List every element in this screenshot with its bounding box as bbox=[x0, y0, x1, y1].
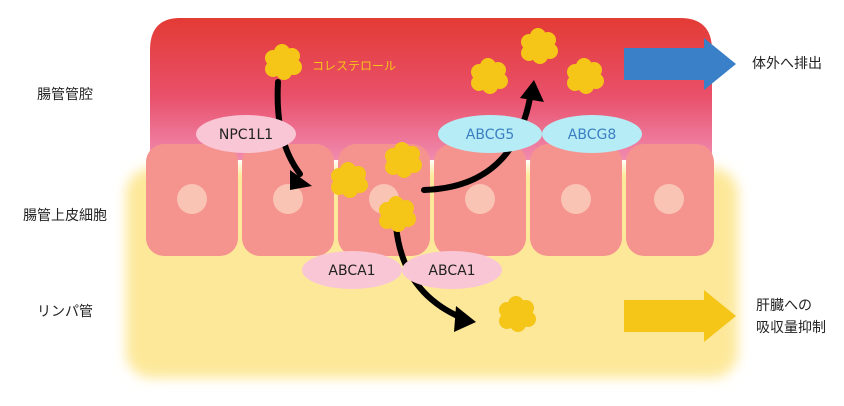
flow-arrowheads bbox=[290, 80, 544, 332]
transporter-abca1-right-label: ABCA1 bbox=[428, 263, 475, 279]
cell-nucleus bbox=[177, 184, 207, 214]
region-label-lymph: リンパ管 bbox=[37, 304, 93, 320]
flow-arrow-icon bbox=[421, 95, 533, 193]
excretion-arrow-icon bbox=[624, 38, 736, 90]
cell-nucleus bbox=[654, 184, 684, 214]
cell-nucleus bbox=[561, 184, 591, 214]
arrowhead-icon bbox=[454, 306, 476, 332]
transporter-abcg5: ABCG5 bbox=[438, 115, 542, 153]
transporter-abcg8-label: ABCG8 bbox=[568, 127, 616, 143]
arrowhead-icon bbox=[290, 170, 312, 190]
region-label-epithelium: 腸管上皮細胞 bbox=[23, 208, 107, 224]
outcome-liver-label-line2: 吸収量抑制 bbox=[756, 320, 826, 336]
cell-nucleus bbox=[465, 184, 495, 214]
transporter-abca1-left: ABCA1 bbox=[302, 251, 402, 289]
cholesterol-blob-icon bbox=[331, 162, 368, 198]
transporter-abca1-left-label: ABCA1 bbox=[328, 263, 375, 279]
transporter-npc1l1-label: NPC1L1 bbox=[219, 127, 273, 143]
arrowhead-icon bbox=[520, 80, 544, 102]
cell-nucleus bbox=[273, 184, 303, 214]
transporter-abcg8: ABCG8 bbox=[542, 115, 642, 153]
liver-arrow-icon bbox=[624, 290, 736, 342]
outcome-liver-label-line1: 肝臓への bbox=[756, 298, 812, 314]
region-label-lumen: 腸管管腔 bbox=[37, 87, 93, 103]
transporter-abcg5-label: ABCG5 bbox=[466, 127, 514, 143]
cholesterol-label: コレステロール bbox=[312, 59, 396, 73]
outcome-excretion-label: 体外へ排出 bbox=[752, 56, 822, 72]
transporter-npc1l1: NPC1L1 bbox=[196, 115, 296, 153]
transporter-abca1-right: ABCA1 bbox=[402, 251, 502, 289]
